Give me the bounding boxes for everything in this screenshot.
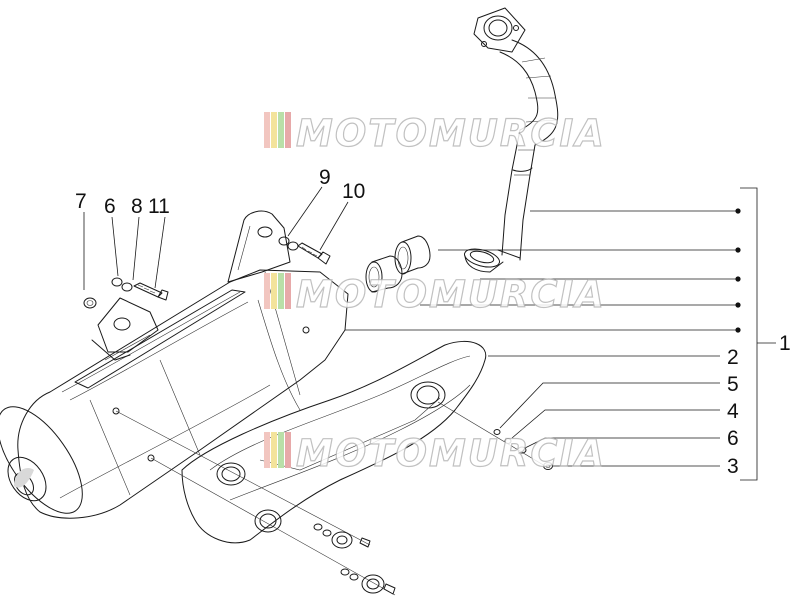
watermark-stripe bbox=[285, 273, 291, 309]
watermark-stripe bbox=[271, 432, 277, 468]
part-labels: 7 6 8 11 9 10 1 2 5 4 6 3 bbox=[75, 166, 791, 478]
part-label-5: 5 bbox=[727, 373, 739, 396]
gasket-ring-upper bbox=[394, 235, 431, 275]
part-label-10: 10 bbox=[342, 180, 365, 203]
watermark-stripe bbox=[285, 112, 291, 148]
hardware-bracket-upper bbox=[278, 236, 331, 265]
watermark-text: MOTOMURCIA bbox=[296, 112, 606, 155]
watermark-stripe bbox=[285, 432, 291, 468]
watermark-bottom: MOTOMURCIA bbox=[264, 431, 606, 476]
hardware-shield-screws bbox=[115, 401, 553, 596]
watermark-stripe bbox=[264, 112, 270, 148]
watermark-middle: MOTOMURCIA bbox=[264, 272, 606, 317]
leader-lines bbox=[83, 186, 776, 481]
muffler bbox=[0, 210, 349, 519]
watermark-text: MOTOMURCIA bbox=[296, 432, 606, 475]
part-label-9: 9 bbox=[319, 166, 331, 189]
watermark-stripe bbox=[264, 432, 270, 468]
part-label-8: 8 bbox=[131, 195, 143, 218]
part-label-3: 3 bbox=[727, 455, 739, 478]
part-label-7: 7 bbox=[75, 190, 87, 213]
watermark-stripe bbox=[264, 273, 270, 309]
hardware-bracket-left bbox=[83, 277, 169, 309]
watermark-stripe bbox=[271, 112, 277, 148]
watermark-text: MOTOMURCIA bbox=[296, 273, 606, 316]
part-label-2: 2 bbox=[727, 346, 739, 369]
watermark-stripe bbox=[278, 273, 284, 309]
watermark-stripe bbox=[278, 432, 284, 468]
exhaust-pipe bbox=[463, 7, 559, 273]
watermark-stripe bbox=[278, 112, 284, 148]
part-label-6-right: 6 bbox=[727, 427, 739, 450]
watermark-stripe bbox=[271, 273, 277, 309]
watermark-top: MOTOMURCIA bbox=[264, 111, 606, 156]
gasket-ring-lower bbox=[365, 255, 403, 293]
part-label-1: 1 bbox=[779, 332, 791, 355]
part-label-11: 11 bbox=[148, 195, 170, 218]
part-label-6-left: 6 bbox=[104, 195, 116, 218]
part-label-4: 4 bbox=[727, 400, 739, 423]
